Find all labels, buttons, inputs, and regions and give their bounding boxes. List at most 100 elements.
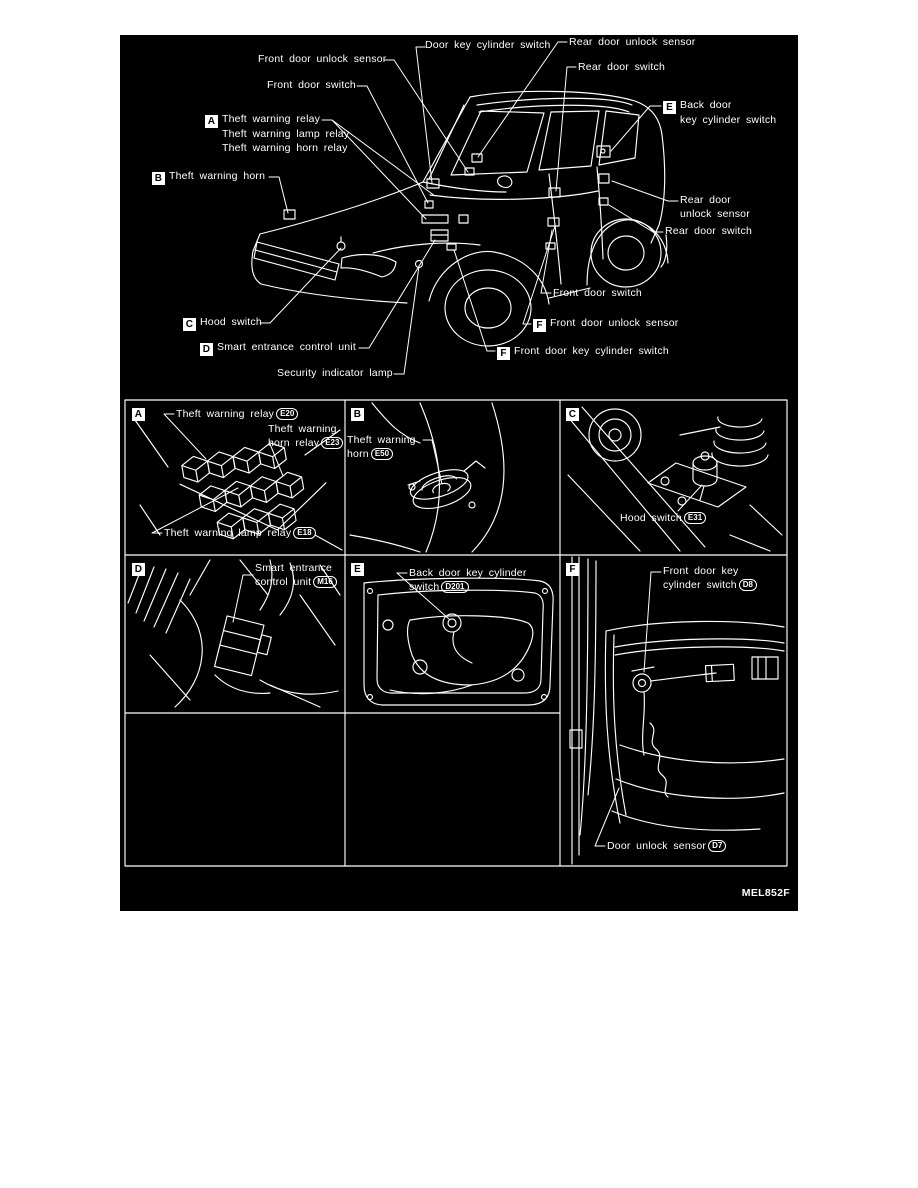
marker-a: A bbox=[132, 408, 145, 421]
callout-text: Rear door bbox=[680, 194, 731, 206]
marker-f: F bbox=[533, 319, 546, 332]
callout-text: unlock sensor bbox=[680, 207, 750, 220]
callout-rear-door-unlock-sensor-top: Rear door unlock sensor bbox=[569, 36, 696, 50]
callout-text: Theft warning relay bbox=[222, 113, 321, 125]
marker-e: E bbox=[351, 563, 364, 576]
detail-grid bbox=[124, 399, 788, 867]
callout-text: Theft warning horn bbox=[169, 170, 266, 182]
callout-back-door-key-cylinder-switch: E Back door key cylinder switch bbox=[663, 99, 776, 128]
callout-theft-warning-horn: B Theft warning horn bbox=[152, 170, 265, 185]
connector-code-badge: E23 bbox=[321, 436, 344, 449]
callout-text: Front door unlock sensor bbox=[258, 53, 387, 65]
connector-code-badge: D201 bbox=[441, 580, 469, 593]
marker-c: C bbox=[183, 318, 196, 331]
panel-a-art bbox=[134, 413, 343, 551]
connector-code-badge: E31 bbox=[683, 512, 707, 524]
callout-front-door-key-cylinder-switch: F Front door key cylinder switch bbox=[497, 345, 669, 360]
callout-rear-door-unlock-sensor-side: Rear door unlock sensor bbox=[680, 194, 750, 221]
marker-d: D bbox=[200, 343, 213, 356]
label-text: horn bbox=[347, 447, 369, 460]
callout-text: Hood switch bbox=[200, 316, 262, 328]
label-text: Back door key cylinder bbox=[409, 567, 527, 579]
callout-rear-door-switch-top: Rear door switch bbox=[578, 61, 665, 75]
component-location-figure: Door key cylinder switch Rear door unloc… bbox=[120, 35, 798, 911]
panel-b-art bbox=[349, 402, 505, 553]
vehicle-illustration bbox=[251, 90, 669, 347]
component-markers bbox=[283, 145, 611, 269]
label-text: Smart entrance bbox=[255, 562, 333, 574]
callout-theft-warning-relays: A Theft warning relay Theft warning lamp … bbox=[205, 113, 349, 155]
panel-f-art bbox=[569, 556, 785, 865]
callout-text: Smart entrance control unit bbox=[217, 341, 356, 353]
callout-text: Front door switch bbox=[553, 287, 642, 299]
marker-a: A bbox=[205, 115, 218, 128]
leader-lines bbox=[259, 41, 679, 375]
callout-smart-entrance-control-unit: D Smart entrance control unit bbox=[200, 341, 356, 356]
marker-f: F bbox=[566, 563, 579, 576]
callout-text: key cylinder switch bbox=[680, 114, 777, 126]
callout-front-door-switch-top: Front door switch bbox=[267, 79, 356, 93]
marker-d: D bbox=[132, 563, 145, 576]
marker-f: F bbox=[497, 347, 510, 360]
label-text: Theft warning lamp relay bbox=[164, 527, 292, 539]
label-text: Front door key bbox=[663, 565, 739, 577]
panel-a-marker: A bbox=[132, 406, 149, 421]
callout-text: Rear door unlock sensor bbox=[569, 36, 696, 48]
callout-text: Front door switch bbox=[267, 79, 356, 91]
callout-text: Security indicator lamp bbox=[277, 367, 393, 379]
connector-code-badge: E18 bbox=[293, 527, 316, 539]
label-text: Theft warning bbox=[347, 434, 416, 446]
callout-rear-door-switch-side: Rear door switch bbox=[665, 225, 752, 239]
callout-text: Door key cylinder switch bbox=[425, 39, 551, 51]
label-text: horn relay bbox=[268, 436, 320, 449]
callout-front-door-unlock-sensor-side: F Front door unlock sensor bbox=[533, 317, 678, 332]
callout-front-door-unlock-sensor-top: Front door unlock sensor bbox=[258, 53, 386, 67]
callout-text: Front door unlock sensor bbox=[550, 317, 679, 329]
marker-c: C bbox=[566, 408, 579, 421]
panel-f-marker: F bbox=[566, 561, 583, 576]
connector-code-badge: D8 bbox=[738, 578, 758, 591]
callout-text: Theft warning horn relay bbox=[222, 141, 348, 154]
connector-code-badge: E20 bbox=[276, 408, 299, 420]
callout-text: Back door bbox=[680, 99, 732, 111]
label-text: Hood switch bbox=[620, 512, 682, 524]
label-text: switch bbox=[409, 580, 440, 593]
marker-e: E bbox=[663, 101, 676, 114]
callout-front-door-switch-side: Front door switch bbox=[553, 287, 642, 301]
panel-c-art bbox=[567, 406, 783, 552]
callout-text: Theft warning lamp relay bbox=[222, 128, 350, 140]
marker-b: B bbox=[351, 408, 364, 421]
line-art bbox=[124, 41, 788, 867]
panel-d-art bbox=[127, 559, 341, 708]
label-text: Theft warning relay bbox=[176, 408, 275, 420]
panel-e-art bbox=[363, 572, 554, 706]
callout-text: Rear door switch bbox=[665, 225, 752, 237]
panel-e-marker: E bbox=[351, 561, 368, 576]
label-text: control unit bbox=[255, 575, 312, 588]
callout-hood-switch: C Hood switch bbox=[183, 316, 262, 331]
connector-code-badge: M16 bbox=[313, 575, 337, 588]
label-text: Door unlock sensor bbox=[607, 840, 707, 852]
label-text: cylinder switch bbox=[663, 578, 737, 591]
callout-text: Rear door switch bbox=[578, 61, 665, 73]
connector-code-badge: E50 bbox=[370, 447, 394, 460]
callout-door-key-cylinder-switch: Door key cylinder switch bbox=[425, 39, 551, 53]
panel-c-marker: C bbox=[566, 406, 583, 421]
callout-security-indicator-lamp: Security indicator lamp bbox=[277, 367, 393, 381]
marker-b: B bbox=[152, 172, 165, 185]
connector-code-badge: D7 bbox=[708, 840, 727, 852]
callout-text: Front door key cylinder switch bbox=[514, 345, 669, 357]
label-text: Theft warning bbox=[268, 423, 337, 435]
panel-d-marker: D bbox=[132, 561, 149, 576]
figure-code: MEL852F bbox=[741, 887, 790, 899]
